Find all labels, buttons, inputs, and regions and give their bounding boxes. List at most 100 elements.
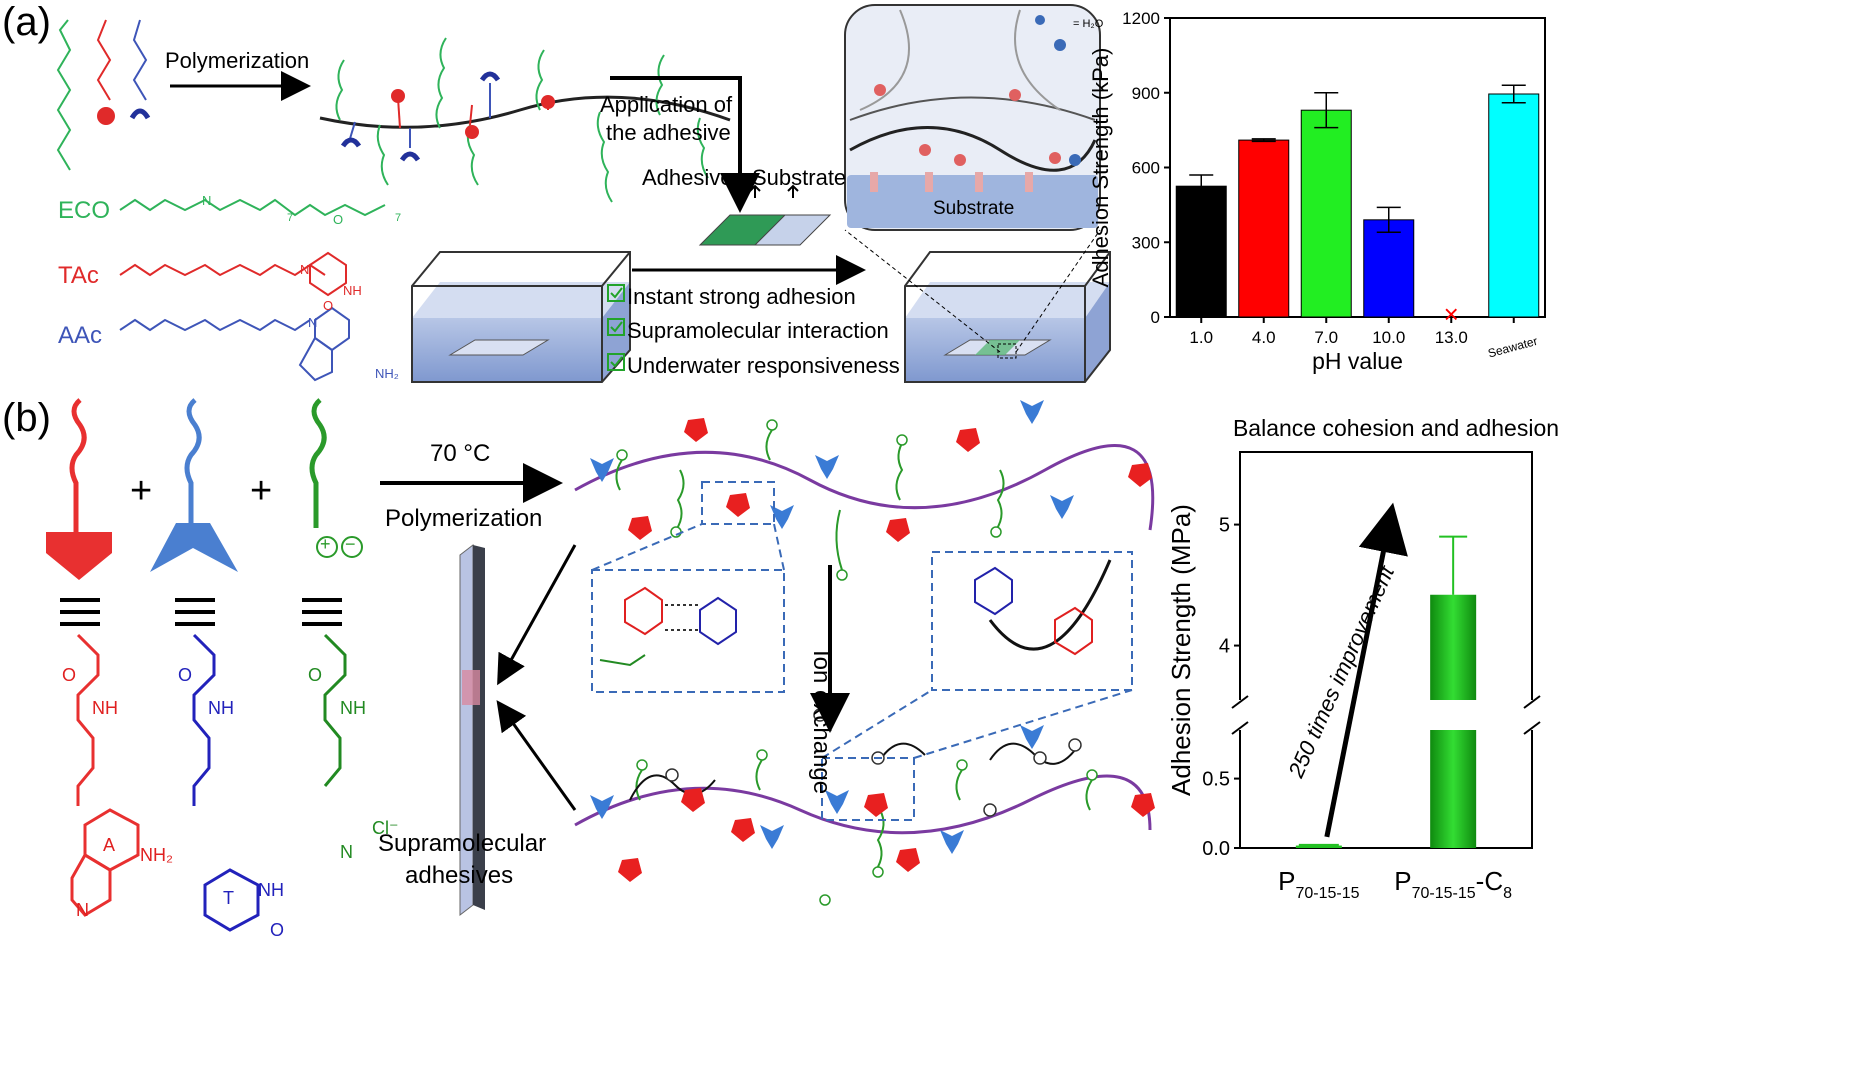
minus-dots xyxy=(665,708,1082,817)
supramolecular-label-1: Supramolecular xyxy=(378,830,547,857)
chart-a-xtick-label: 4.0 xyxy=(1252,328,1276,347)
chart-b-frame-bottom xyxy=(1239,730,1533,849)
pentagon-groups xyxy=(618,418,1155,882)
chart-b: Balance cohesion and adhesion0.00.545P70… xyxy=(1166,415,1559,902)
o-red: O xyxy=(62,665,77,685)
nh-blue: NH xyxy=(208,698,234,718)
monomer-label-tac: TAc xyxy=(58,262,99,289)
chart-b-break-mark xyxy=(1523,721,1541,735)
inset-magnified xyxy=(844,4,1101,353)
nh-red: NH xyxy=(92,698,118,718)
chart-b-xtick-label: P70-15-15-C8 xyxy=(1394,866,1512,902)
nh2-red: NH₂ xyxy=(140,845,173,865)
improvement-arrow xyxy=(1324,502,1408,838)
feature-2: Supramolecular interaction xyxy=(627,318,889,343)
monomer-zigzags xyxy=(56,19,151,171)
chart-a-xtick-label: 13.0 xyxy=(1435,328,1468,347)
chart-a-ytick-label: 1200 xyxy=(1122,9,1160,28)
plus-sign-2: + xyxy=(250,470,273,512)
chart-b-ytick-label: 4 xyxy=(1219,636,1230,658)
application-label-2: the adhesive xyxy=(606,120,731,145)
aac-n: N xyxy=(308,315,318,330)
nh-green: NH xyxy=(340,698,366,718)
chart-b-ytick-label: 0.0 xyxy=(1202,838,1230,860)
chart-a-bar xyxy=(1300,109,1352,318)
o-green: O xyxy=(308,665,323,685)
application-arrow xyxy=(610,76,760,213)
chart-a-xtick-label: 7.0 xyxy=(1314,328,1338,347)
eco-n: N xyxy=(202,193,212,208)
plus-sign-1: + xyxy=(130,470,153,512)
nh-blue-2: NH xyxy=(258,880,284,900)
eco-o: O xyxy=(333,212,344,227)
chart-a-xtick-label: Seawater xyxy=(1486,334,1539,361)
chart-b-break-mark xyxy=(1231,695,1249,709)
water-tank-right xyxy=(904,251,1111,383)
ion-exchange-label: Ion exchange xyxy=(808,650,835,795)
polymer-chain-a xyxy=(319,37,731,203)
chart-b-bar xyxy=(1430,594,1477,700)
monomer-label-aac: AAc xyxy=(58,322,103,349)
chart-b-bar xyxy=(1295,845,1342,848)
improvement-annotation: 250 times improvement xyxy=(1283,561,1400,782)
chart-a-failed-marker: × xyxy=(1444,299,1459,329)
o-blue: O xyxy=(178,665,193,685)
chart-a-bar xyxy=(1363,219,1415,318)
t-label: T xyxy=(223,888,234,908)
dashed-insets xyxy=(591,481,1133,821)
tac-nh: NH xyxy=(343,283,362,298)
vshape-groups xyxy=(590,400,1074,854)
cl-green: Cl⁻ xyxy=(372,818,399,838)
chart-a-bar xyxy=(1488,93,1540,318)
chart-a-ytick-label: 900 xyxy=(1132,84,1160,103)
tac-o: O xyxy=(323,298,334,313)
chart-b-break-mark xyxy=(1523,695,1541,709)
adhesive-label: Adhesive xyxy=(642,165,733,190)
chart-b-break-mark xyxy=(1231,721,1249,735)
chart-b-ylabel: Adhesion Strength (MPa) xyxy=(1166,504,1196,796)
polymer-chains-b xyxy=(574,429,1155,871)
substrate-label: Substrate xyxy=(752,165,847,190)
chart-a-xtick-label: 10.0 xyxy=(1372,328,1405,347)
tac-n: N xyxy=(300,262,310,277)
aac-nh2: NH₂ xyxy=(375,366,399,381)
arrow-to-slides-top xyxy=(497,544,577,686)
polymerization-label-a: Polymerization xyxy=(165,48,310,73)
polymerization-label-b: Polymerization xyxy=(385,505,543,532)
chart-a-ytick-label: 600 xyxy=(1132,159,1160,178)
panel-a-letter: (a) xyxy=(2,0,51,44)
inset-chemistry-b xyxy=(599,566,1093,667)
panel-b-letter: (b) xyxy=(2,396,51,440)
eco-7b: 7 xyxy=(395,212,402,224)
eco-7a: 7 xyxy=(287,212,294,224)
chart-a-xlabel: pH value xyxy=(1312,348,1403,374)
n-red: N xyxy=(76,900,89,920)
inset-water-label: = H₂O xyxy=(1073,18,1104,30)
chart-a-bar xyxy=(1238,139,1290,318)
supramolecular-label-2: adhesives xyxy=(405,862,514,889)
chart-a-xtick-label: 1.0 xyxy=(1189,328,1213,347)
chart-b-ytick-label: 0.5 xyxy=(1202,769,1230,791)
chart-a-ytick-label: 300 xyxy=(1132,233,1160,252)
chart-b-frame-top xyxy=(1239,451,1533,700)
supramolecular-slides xyxy=(459,543,485,917)
water-tank-left xyxy=(411,251,631,383)
charge-dots xyxy=(616,419,1098,906)
charge-circles xyxy=(316,536,363,558)
chart-b-bar-lower xyxy=(1430,730,1477,848)
chart-b-ytick-label: 5 xyxy=(1219,515,1230,537)
feature-checkboxes xyxy=(607,284,625,371)
monomers-b xyxy=(46,398,342,626)
structures-b xyxy=(70,633,347,932)
feature-1: Instant strong adhesion xyxy=(627,284,856,309)
a-label: A xyxy=(103,835,116,855)
adhesive-slides xyxy=(698,184,832,246)
application-label-1: Application of xyxy=(600,92,733,117)
arrow-to-slides-bottom xyxy=(496,700,577,811)
n-green: N xyxy=(340,842,353,862)
charge-minus: − xyxy=(345,534,356,554)
monomer-label-eco: ECO xyxy=(58,197,111,224)
feature-3: Underwater responsiveness xyxy=(627,353,900,378)
charge-plus: + xyxy=(320,534,331,554)
